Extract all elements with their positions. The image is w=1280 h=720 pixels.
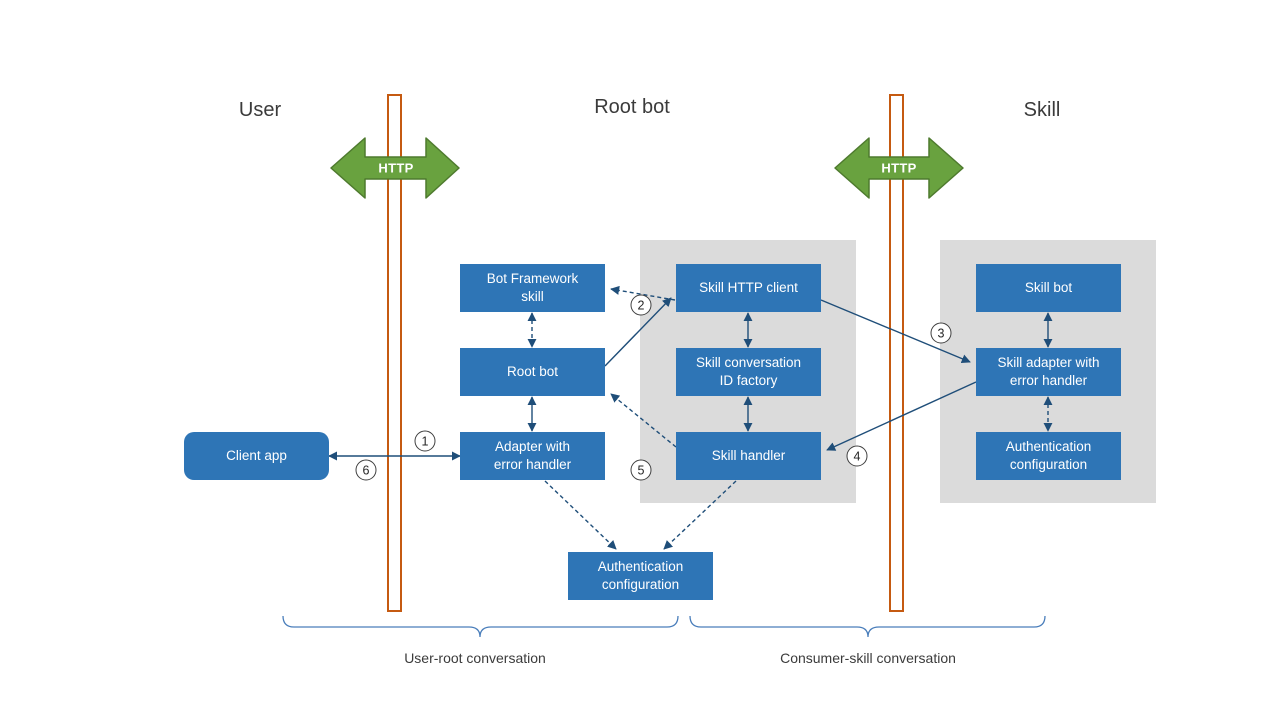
- step-marker-5: 5: [630, 459, 652, 481]
- arrow-skilladapter-skillhandler: [826, 381, 977, 451]
- header-skill: Skill: [1023, 99, 1061, 121]
- box-bot-framework-skill: Bot Framework skill: [460, 264, 605, 312]
- arrow-skillhttpclient-bfskill: [610, 285, 676, 301]
- brace-user-root: [282, 615, 679, 638]
- caption-user-root-conversation: User-root conversation: [404, 650, 546, 666]
- header-root-bot: Root bot: [594, 96, 670, 118]
- header-user: User: [238, 99, 282, 121]
- step-marker-2: 2: [630, 294, 652, 316]
- arrow-skillhandler-rootbot: [610, 393, 677, 448]
- step-marker-3: 3: [930, 322, 952, 344]
- box-auth-config-skill: Authentication configuration: [976, 432, 1121, 480]
- brace-consumer-skill: [689, 615, 1046, 638]
- box-auth-config-root: Authentication configuration: [568, 552, 713, 600]
- box-adapter-error-handler: Adapter with error handler: [460, 432, 605, 480]
- box-root-bot: Root bot: [460, 348, 605, 396]
- arrow-adapter-authconfig: [544, 480, 617, 550]
- http-arrow-right: [834, 137, 964, 199]
- http-label-right: HTTP: [881, 160, 917, 176]
- box-skill-conversation-id-factory: Skill conversation ID factory: [676, 348, 821, 396]
- box-skill-bot: Skill bot: [976, 264, 1121, 312]
- box-skill-handler: Skill handler: [676, 432, 821, 480]
- arrow-skillhttpclient-skilladapter: [820, 299, 971, 364]
- caption-consumer-skill-conversation: Consumer-skill conversation: [780, 650, 956, 666]
- arrow-rootbot-skillhttpclient: [604, 297, 672, 367]
- http-arrow-left: [330, 137, 460, 199]
- box-skill-adapter-error-handler: Skill adapter with error handler: [976, 348, 1121, 396]
- http-label-left: HTTP: [378, 160, 414, 176]
- box-skill-http-client: Skill HTTP client: [676, 264, 821, 312]
- http-boundary-bar-right: [889, 94, 904, 612]
- arrow-skillhandler-authconfig: [663, 480, 737, 550]
- box-client-app: Client app: [184, 432, 329, 480]
- step-marker-1: 1: [414, 430, 436, 452]
- step-marker-4: 4: [846, 445, 868, 467]
- http-boundary-bar-left: [387, 94, 402, 612]
- step-marker-6: 6: [355, 459, 377, 481]
